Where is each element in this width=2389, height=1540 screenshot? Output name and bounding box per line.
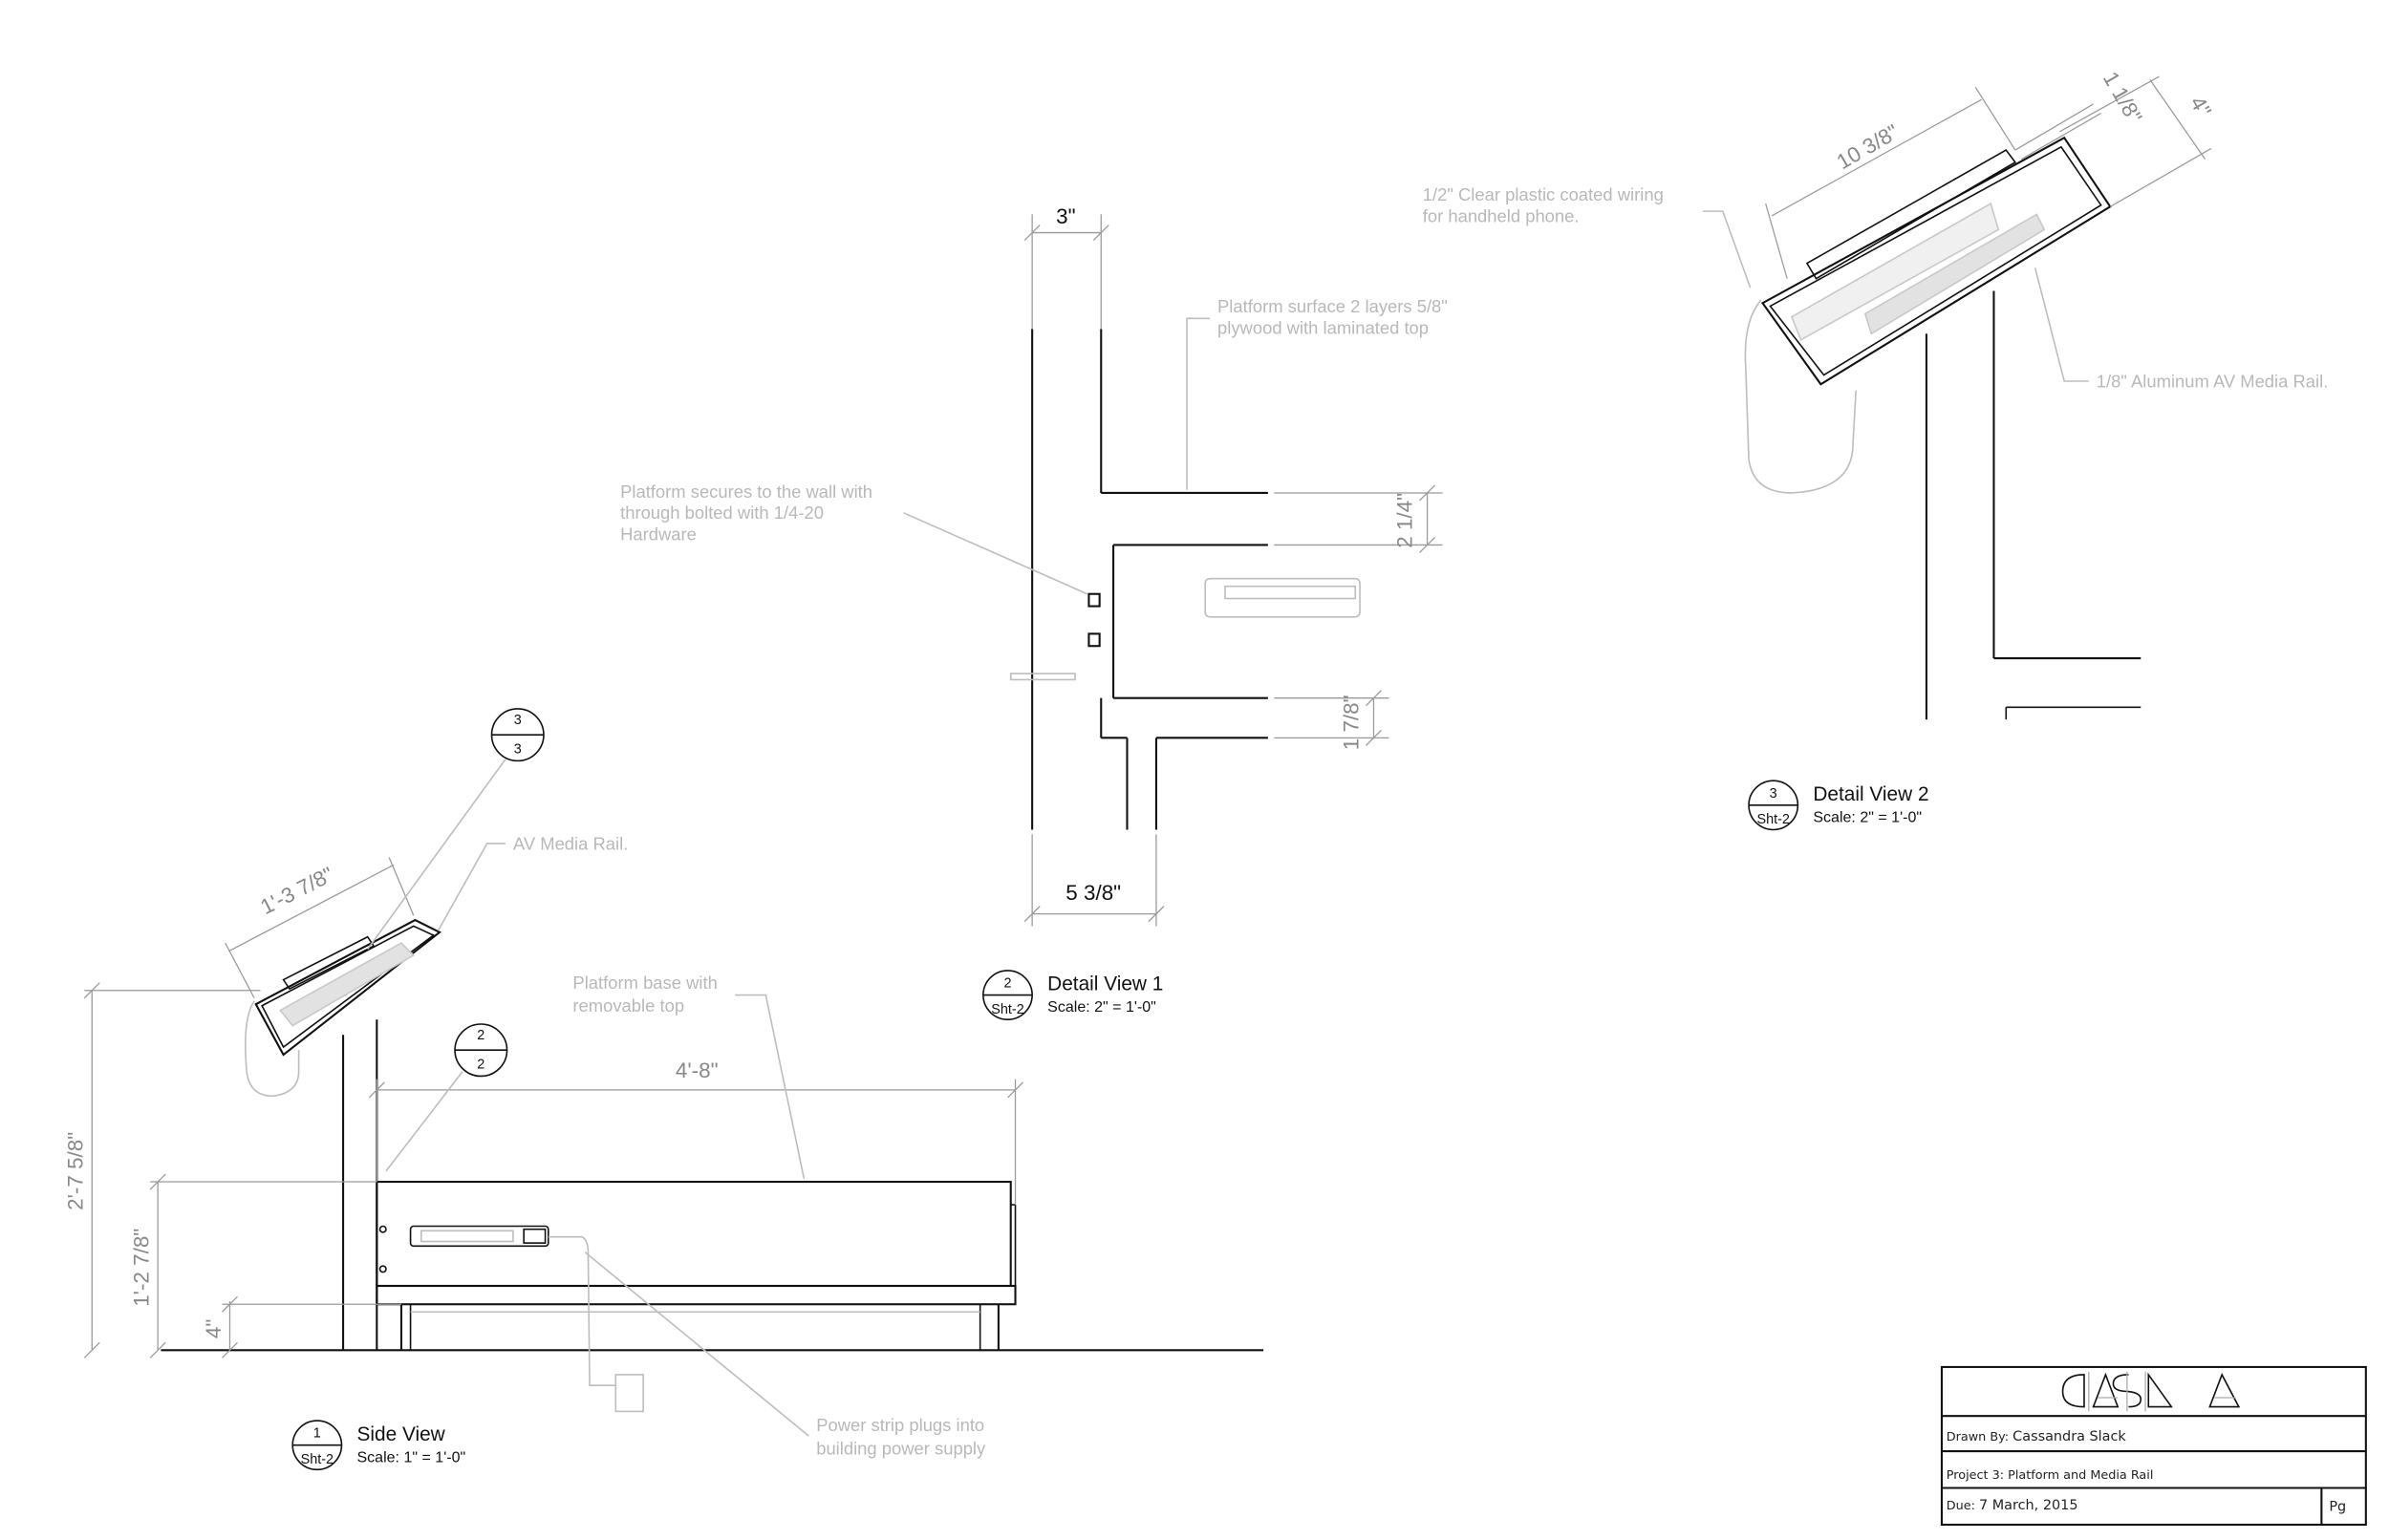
callout-sheet: 3: [514, 741, 522, 757]
callout-detail-2[interactable]: 2 2: [454, 1023, 508, 1078]
av-media-rail: [254, 918, 441, 1057]
view-scale: Scale: 2" = 1'-0": [1047, 998, 1156, 1016]
page-label: Pg: [2329, 1500, 2346, 1515]
drawn-by: Drawn By: Cassandra Slack: [1947, 1429, 2127, 1444]
through-bolts: [1087, 592, 1101, 648]
dim-depth-label: 4": [2185, 93, 2216, 121]
detail-view-2: 10 3/8" 1 1/8" 4" 1/2" Clear plastic coa…: [1423, 68, 2329, 831]
view-title: Detail View 2: [1813, 783, 1928, 805]
dimension-lip: 1 1/8": [2014, 68, 2146, 160]
due-label: Due:: [1947, 1499, 1975, 1513]
dimension-depth: 4": [2059, 75, 2216, 207]
note-rail: 1/8" Aluminum AV Media Rail.: [2097, 371, 2329, 391]
power-strip: [409, 1225, 549, 1248]
view-sheet: Sht-2: [991, 1002, 1023, 1017]
dimension-overall-width: 5 3/8": [1023, 834, 1165, 927]
dim-overall-height-label: 2'-7 5/8": [64, 1132, 88, 1210]
dim-rail-length-label: 10 3/8": [1833, 119, 1903, 174]
view-title: Side View: [356, 1423, 445, 1445]
phone-wire-loop: [1744, 299, 1858, 494]
view-number: 3: [1770, 786, 1777, 802]
power-strip-section: [1204, 577, 1361, 618]
note-av-rail-leader: [437, 843, 506, 931]
wall-outlet: [614, 1374, 644, 1413]
dim-rail-length-label: 1'-3 7/8": [257, 863, 337, 920]
callout-3-leader: [367, 759, 506, 950]
detail-view-1: 3" 5 3/8" 2 1/4" 1 7/8" Platform surface…: [620, 204, 1448, 1020]
note-av-rail: AV Media Rail.: [513, 833, 628, 853]
dim-base-height-label: 4": [202, 1319, 226, 1338]
note-power-strip-line2: building power supply: [816, 1438, 986, 1458]
dimension-base-height: 4": [202, 1295, 401, 1358]
platform-base: [376, 1181, 1017, 1351]
view-scale: Scale: 2" = 1'-0": [1813, 808, 1922, 825]
dim-wall-thickness-label: 3": [1056, 204, 1075, 228]
casla-logo: [2061, 1371, 2241, 1412]
view-number: 2: [1004, 976, 1012, 992]
title-block: Drawn By: Cassandra Slack Project 3: Pla…: [1940, 1365, 2367, 1527]
dimension-top-thickness: 2 1/4": [1274, 484, 1443, 553]
view-number: 1: [313, 1426, 321, 1442]
phone-wire: [245, 1000, 300, 1098]
note-secures-line2: through bolted with 1/4-20: [620, 503, 824, 523]
note-secures-line1: Platform secures to the wall with: [620, 481, 872, 502]
due-value: 7 March, 2015: [1979, 1498, 2077, 1513]
dimension-platform-length: 4'-8": [368, 1059, 1023, 1206]
view-title: Detail View 1: [1047, 973, 1163, 995]
dim-platform-length-label: 4'-8": [676, 1059, 719, 1082]
dimension-platform-height: 1'-2 7/8": [130, 1173, 377, 1358]
wall-section: [1009, 329, 1268, 830]
note-wiring-leader: [1702, 210, 1752, 289]
callout-2-leader: [385, 1071, 463, 1172]
detail-view-1-title-block: 2 Sht-2 Detail View 1 Scale: 2" = 1'-0": [982, 970, 1163, 1020]
drawn-by-label: Drawn By:: [1947, 1430, 2009, 1444]
dim-overall-width-label: 5 3/8": [1065, 881, 1121, 905]
dim-platform-height-label: 1'-2 7/8": [130, 1229, 154, 1307]
av-media-rail-section: [1760, 136, 2112, 386]
rail-post: [342, 1019, 378, 1351]
callout-number: 3: [514, 713, 522, 728]
view-sheet: Sht-2: [301, 1452, 334, 1467]
project-name: Project 3: Platform and Media Rail: [1947, 1468, 2154, 1483]
dim-bottom-thickness-label: 1 7/8": [1339, 695, 1363, 750]
side-view: 2'-7 5/8" 1'-2 7/8" 4" 4'-8" 1'-3 7/8": [64, 708, 1264, 1471]
note-secures-line3: Hardware: [620, 524, 697, 545]
dimension-wall-thickness: 3": [1023, 204, 1109, 330]
note-platform-base-line1: Platform base with: [572, 973, 717, 993]
detail-view-2-title-block: 3 Sht-2 Detail View 2 Scale: 2" = 1'-0": [1748, 780, 1929, 831]
power-cord: [548, 1235, 616, 1386]
dim-top-thickness-label: 2 1/4": [1393, 493, 1417, 548]
drawn-by-name: Cassandra Slack: [2012, 1429, 2126, 1444]
dimension-overall-height: 2'-7 5/8": [64, 982, 261, 1358]
dimension-rail-length: 1'-3 7/8": [225, 857, 415, 999]
note-power-strip-line1: Power strip plugs into: [816, 1415, 984, 1435]
note-power-strip-leader: [584, 1251, 809, 1437]
note-rail-leader: [2034, 267, 2089, 382]
side-view-title-block: 1 Sht-2 Side View Scale: 1" = 1'-0": [291, 1420, 465, 1471]
rail-post-section: [1925, 290, 2141, 720]
note-surface-line1: Platform surface 2 layers 5/8": [1217, 296, 1448, 316]
note-secures-leader: [903, 512, 1088, 595]
note-wiring-line1: 1/2" Clear plastic coated wiring: [1423, 184, 1664, 204]
callout-number: 2: [477, 1028, 484, 1043]
callout-detail-3[interactable]: 3 3: [490, 708, 545, 762]
note-platform-base-line2: removable top: [572, 995, 684, 1016]
due-date: Due: 7 March, 2015: [1947, 1498, 2078, 1513]
view-scale: Scale: 1" = 1'-0": [356, 1448, 465, 1465]
note-surface-line2: plywood with laminated top: [1217, 317, 1429, 337]
callout-sheet: 2: [477, 1057, 484, 1072]
note-surface-leader: [1186, 317, 1211, 490]
view-sheet: Sht-2: [1756, 812, 1789, 827]
note-wiring-line2: for handheld phone.: [1423, 205, 1580, 225]
note-platform-base-leader: [735, 994, 806, 1180]
dimension-bottom-thickness: 1 7/8": [1274, 690, 1389, 750]
